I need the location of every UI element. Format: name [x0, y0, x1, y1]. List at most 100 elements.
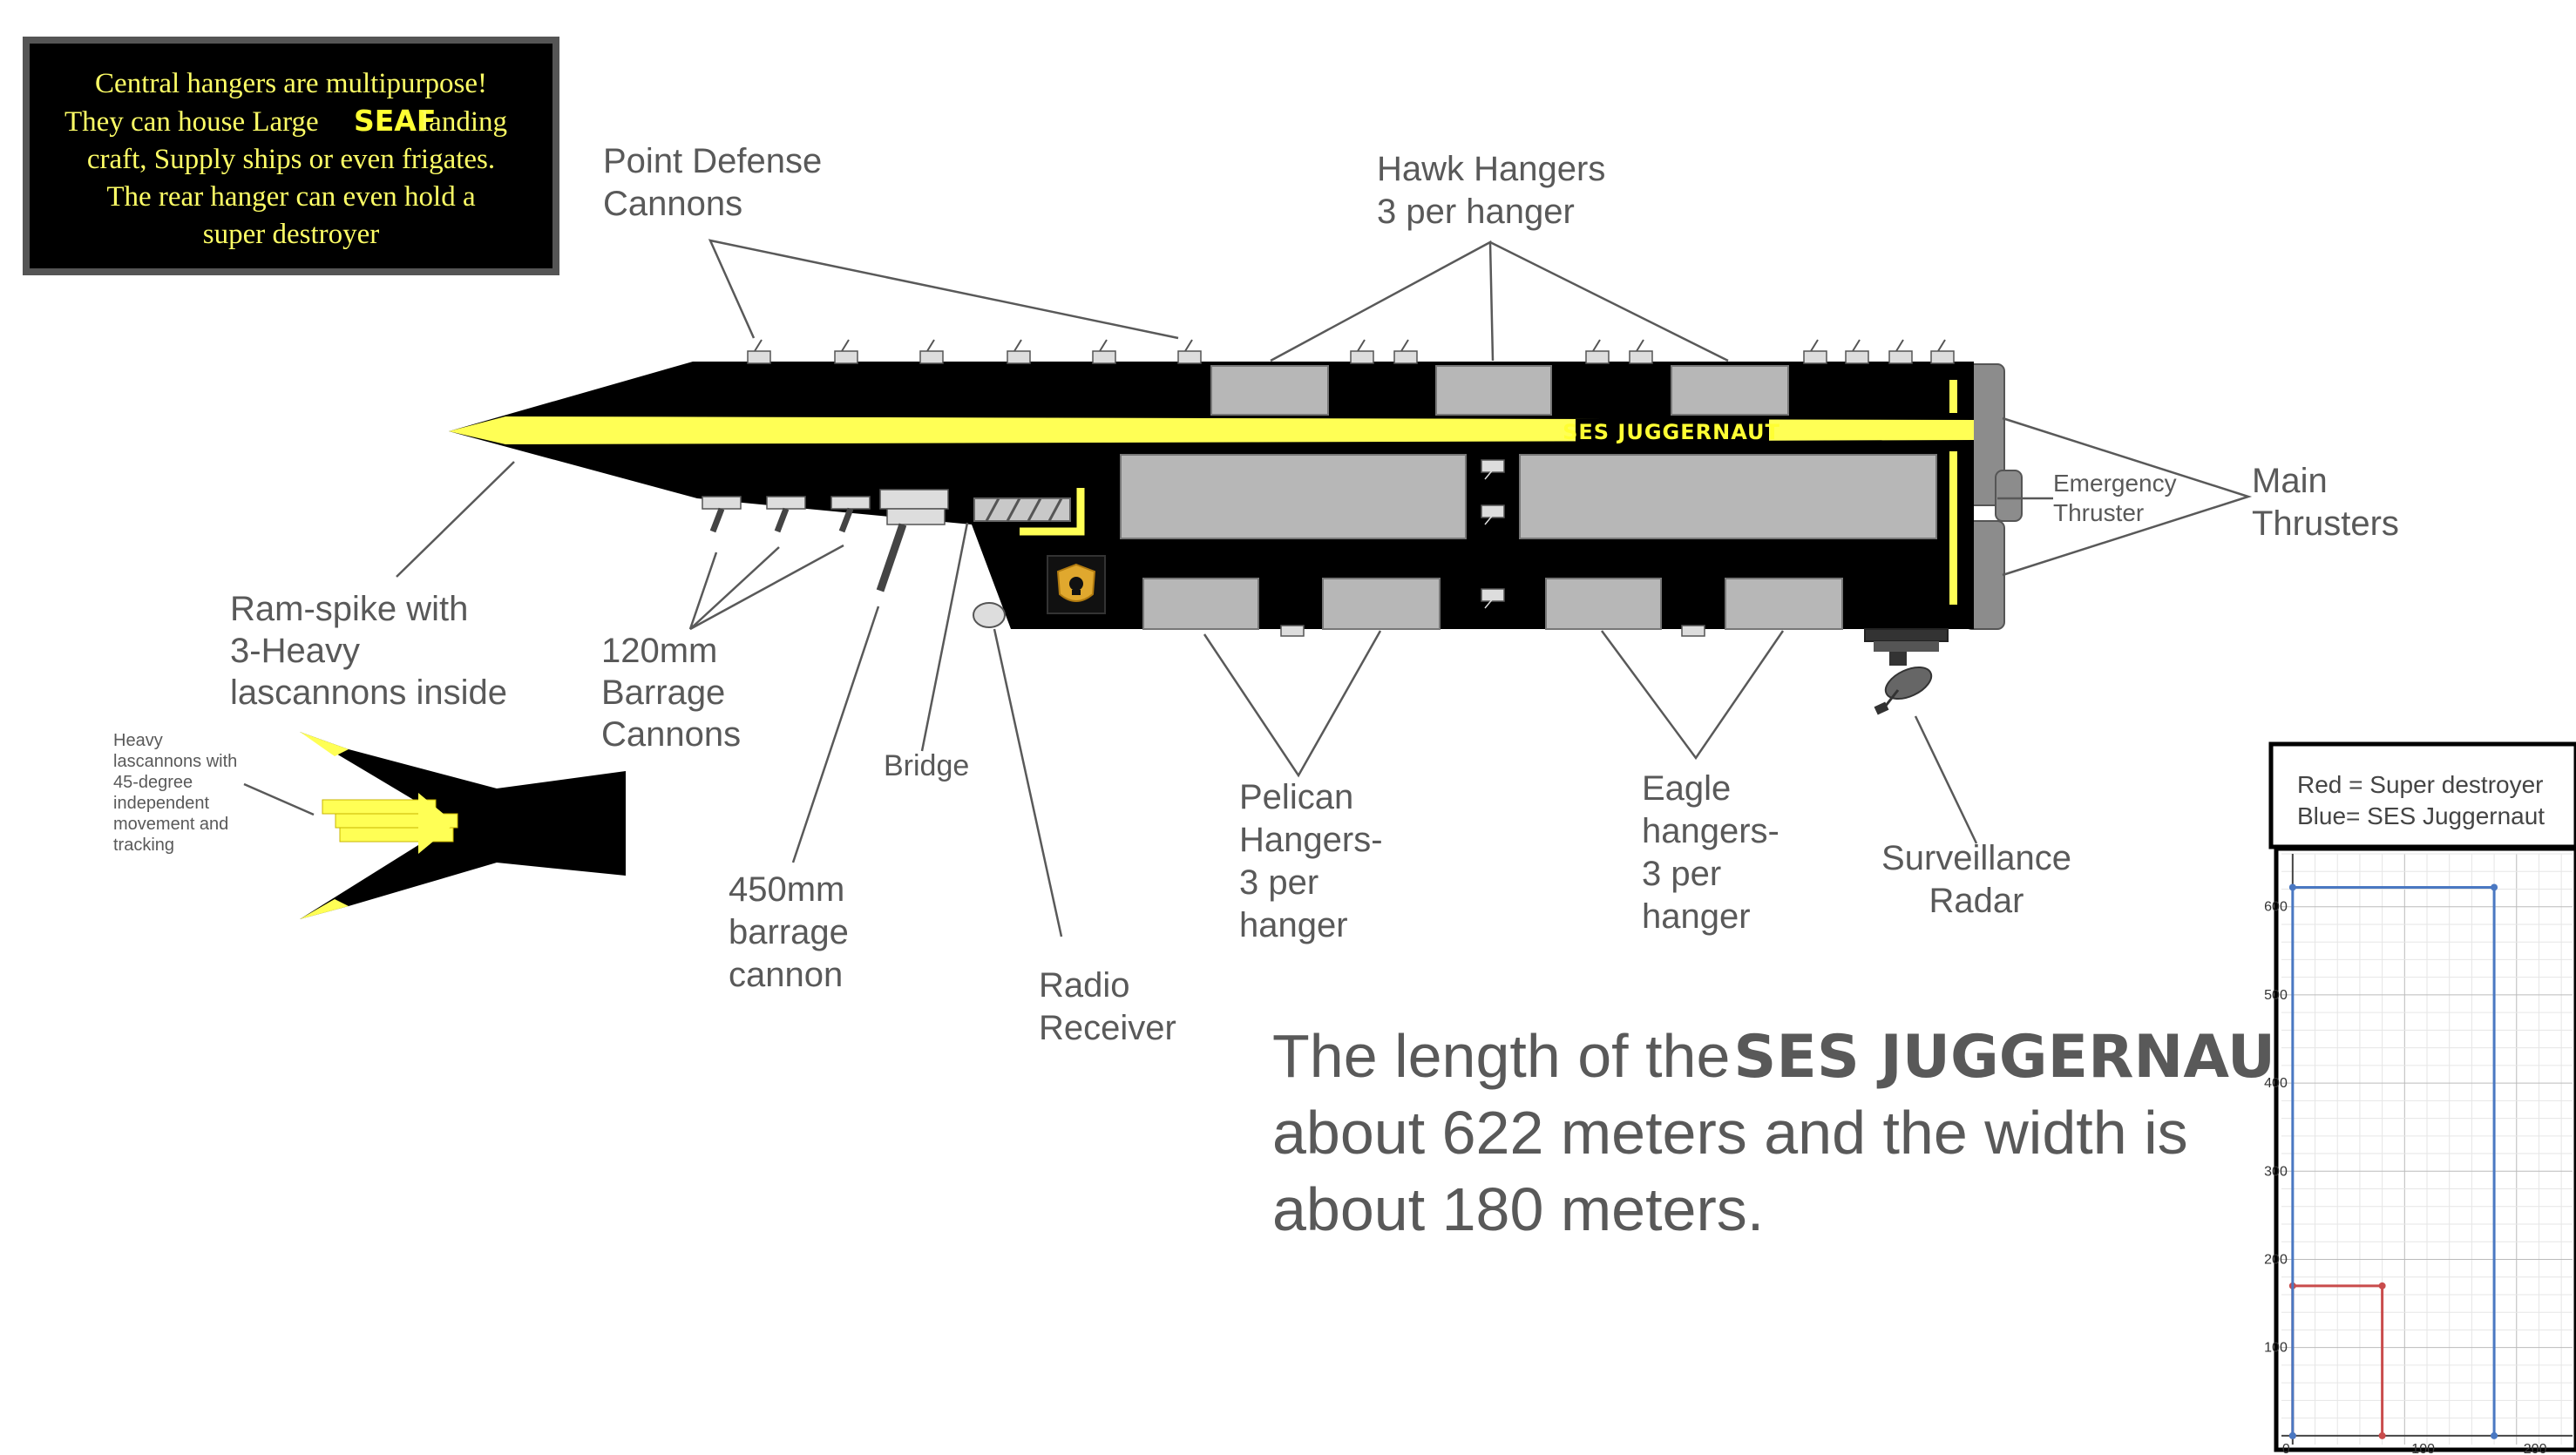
- statement-bold: SES JUGGERNAUT: [1733, 1023, 2316, 1092]
- label-eagle: Eagle hangers- 3 per hanger: [1642, 769, 1779, 936]
- stripe-accent-1: [1949, 380, 1957, 413]
- label-emergency-1: Emergency: [2053, 470, 2177, 497]
- chart-series: [2288, 883, 2498, 1439]
- lascannon-muzzle: [418, 793, 455, 854]
- y-tick-label: 300: [2264, 1164, 2288, 1179]
- statement-line-2: about 622 meters and the width is: [1272, 1099, 2188, 1167]
- point-defense-cannons: [747, 350, 1955, 364]
- y-tick-label: 500: [2264, 988, 2288, 1003]
- label-radio-1: Radio: [1039, 966, 1130, 1005]
- barrage-cannons: [702, 496, 871, 533]
- lascannon-housing: [300, 732, 626, 919]
- lascannon-tip-bottom: [300, 899, 349, 919]
- y-tick-label: 400: [2264, 1076, 2288, 1091]
- eagle-hangar-1: [1545, 578, 1662, 630]
- label-heavy-3: 45-degree: [113, 773, 193, 792]
- series-point-red: [2378, 1282, 2386, 1289]
- bottom-turret-1: [1280, 625, 1305, 637]
- label-main-thrusters-2: Thrusters: [2252, 504, 2399, 543]
- surveillance-radar-icon: [1864, 628, 1949, 715]
- label-point-defense-1: Point Defense: [603, 142, 822, 180]
- size-comparison-chart: Red = Super destroyer Blue= SES Juggerna…: [2264, 741, 2576, 1455]
- label-pelican-1: Pelican: [1239, 778, 1353, 816]
- x-tick-label: 100: [2411, 1442, 2435, 1455]
- label-radar: Surveillance Radar: [1881, 839, 2071, 920]
- statement-line-1: The length of the SES JUGGERNAUT is: [1272, 1022, 2363, 1092]
- pelican-hangar-2: [1322, 578, 1441, 630]
- ship: SES JUGGERNAUT: [449, 339, 2023, 715]
- info-line-2c: landing: [421, 106, 507, 138]
- label-heavy-6: tracking: [113, 836, 174, 855]
- info-box-frame: [23, 37, 559, 275]
- label-heavy-lascannons: Heavy lascannons with 45-degree independ…: [113, 731, 237, 855]
- label-450-2: barrage: [729, 913, 849, 951]
- info-line-2b: SEAF: [354, 104, 436, 138]
- ship-name: SES JUGGERNAUT: [1563, 420, 1780, 444]
- eagle-hangar-2: [1725, 578, 1843, 630]
- super-earth-emblem-icon: [1047, 555, 1106, 614]
- label-pelican-3: 3 per: [1239, 863, 1319, 902]
- label-450-3: cannon: [729, 956, 843, 994]
- label-main-thrusters-1: Main: [2252, 462, 2328, 500]
- label-radio-2: Receiver: [1039, 1009, 1176, 1047]
- series-point-blue: [2288, 883, 2296, 891]
- stripe-accent-2: [1949, 451, 1957, 605]
- label-point-defense: Point Defense Cannons: [603, 142, 822, 223]
- y-tick-label: 200: [2264, 1252, 2288, 1267]
- cannon-450mm: [876, 489, 949, 592]
- label-pelican-2: Hangers-: [1239, 821, 1383, 859]
- label-emergency-2: Thruster: [2053, 499, 2144, 526]
- x-tick-label: 200: [2524, 1442, 2547, 1455]
- lascannon-tip-top: [300, 732, 349, 756]
- label-barrage: 120mm Barrage Cannons: [601, 632, 741, 754]
- hawk-hangar-2: [1435, 365, 1552, 416]
- radio-receiver-icon: [973, 602, 1006, 628]
- label-barrage-1: 120mm: [601, 632, 717, 670]
- series-line-blue: [2291, 885, 2496, 1436]
- label-main-thrusters: Main Thrusters: [2252, 462, 2399, 543]
- interior-turrets: [1481, 459, 1505, 609]
- hawk-hangar-1: [1210, 365, 1329, 416]
- bridge-accent: [1020, 488, 1085, 536]
- label-barrage-3: Cannons: [601, 715, 741, 754]
- label-eagle-3: 3 per: [1642, 855, 1721, 893]
- label-ram-spike-1: Ram-spike with: [230, 590, 468, 628]
- label-eagle-2: hangers-: [1642, 812, 1779, 850]
- leader-lines: [243, 239, 2253, 937]
- series-point-blue: [2288, 1431, 2296, 1439]
- label-radar-1: Surveillance: [1881, 839, 2071, 877]
- label-bridge: Bridge: [884, 749, 969, 782]
- label-heavy-1: Heavy: [113, 731, 163, 750]
- central-hangar-front: [1120, 454, 1467, 539]
- length-statement: The length of the SES JUGGERNAUT is abou…: [1272, 1022, 2363, 1243]
- label-heavy-5: movement and: [113, 815, 228, 834]
- label-pelican: Pelican Hangers- 3 per hanger: [1239, 778, 1383, 944]
- central-hangar-rear: [1519, 454, 1937, 539]
- bridge-grating: [973, 497, 1071, 522]
- info-line-4: The rear hanger can even hold a: [106, 181, 476, 213]
- series-point-blue: [2491, 1431, 2498, 1439]
- series-point-blue: [2491, 883, 2498, 891]
- label-450: 450mm barrage cannon: [729, 870, 849, 994]
- label-ram-spike-2: 3-Heavy: [230, 632, 360, 670]
- legend-blue: Blue= SES Juggernaut: [2297, 802, 2545, 829]
- label-heavy-4: independent: [113, 794, 210, 813]
- hawk-hangar-3: [1671, 365, 1789, 416]
- label-eagle-4: hanger: [1642, 897, 1751, 936]
- label-hawk: Hawk Hangers 3 per hanger: [1377, 150, 1605, 231]
- info-box: Central hangers are multipurpose! They c…: [23, 37, 559, 275]
- label-point-defense-2: Cannons: [603, 185, 742, 223]
- pelican-hangar-1: [1142, 578, 1259, 630]
- label-hawk-1: Hawk Hangers: [1377, 150, 1605, 188]
- series-point-red: [2378, 1431, 2386, 1439]
- emergency-thruster: [1995, 470, 2023, 522]
- label-barrage-2: Barrage: [601, 673, 725, 712]
- info-line-1: Central hangers are multipurpose!: [95, 68, 487, 99]
- statement-part1: The length of the: [1272, 1022, 1730, 1090]
- info-line-2a: They can house Large: [64, 106, 319, 138]
- label-heavy-2: lascannons with: [113, 752, 237, 771]
- info-line-5: super destroyer: [203, 219, 380, 250]
- y-tick-label: 100: [2264, 1341, 2288, 1356]
